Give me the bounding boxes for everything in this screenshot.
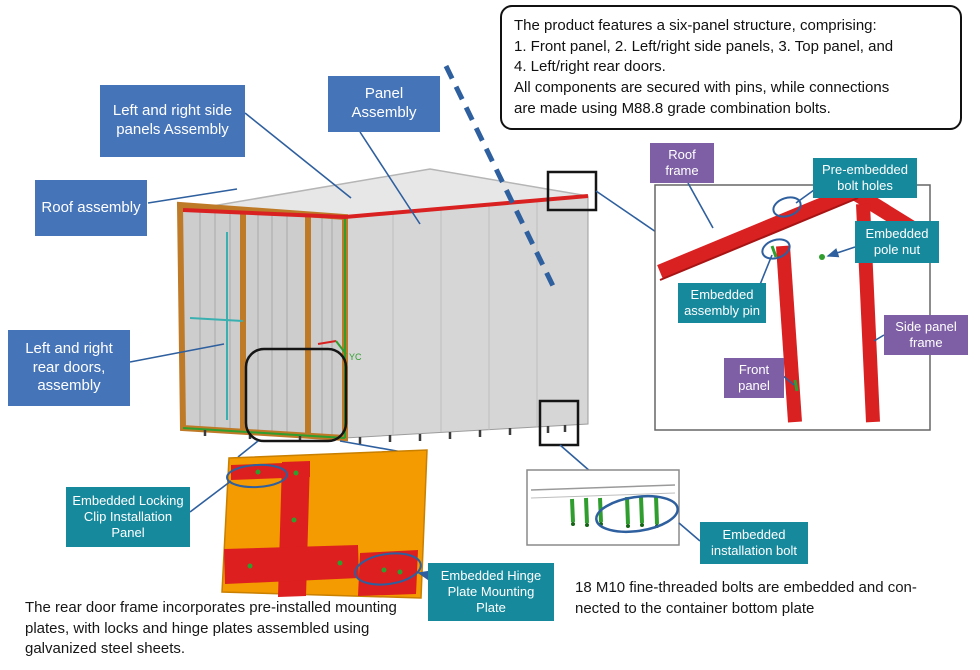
axis-label: YC (349, 352, 362, 362)
green-fasteners (247, 469, 403, 575)
model-axis-glyph: YC (317, 340, 362, 362)
leader-doors-detail-left (237, 440, 259, 458)
label-embedded-assembly-pin: Embedded assembly pin (678, 283, 766, 323)
label-rear-doors-assembly: Left and right rear doors, assembly (8, 330, 130, 406)
red-hinge-patch (358, 550, 418, 596)
callout-line: 1. Front panel, 2. Left/right side panel… (514, 37, 894, 55)
leader-side-panels (244, 112, 352, 199)
label-front-panel: Front panel (724, 358, 784, 398)
door-frame-detail (189, 449, 459, 599)
ellipse-locking-clip (226, 463, 288, 489)
label-side-panel-frame: Side panel frame (884, 315, 968, 355)
bottom-plate-detail (526, 469, 701, 546)
ellipse-hinge-plate (354, 552, 422, 586)
rear-door-note-line: galvanized steel sheets. (25, 640, 186, 658)
label-embedded-installation-bolt: Embedded installation bolt (700, 522, 808, 564)
leader-installation-bolt (678, 522, 701, 542)
rear-door-note-line: plates, with locks and hinge plates asse… (25, 619, 370, 637)
ellipse-bolt-holes (772, 196, 802, 218)
leader-locking-clip (189, 480, 232, 513)
front-corner-post (776, 245, 802, 423)
side-panel-seams (392, 201, 538, 435)
rear-door-note-line: The rear door frame incorporates pre-ins… (25, 599, 397, 616)
leader-rear-doors (129, 343, 225, 363)
callout-line: The product features a six-panel structu… (514, 17, 877, 34)
callout-box: The product features a six-panel structu… (500, 5, 962, 131)
rear-door-note: The rear door frame incorporates pre-ins… (25, 598, 445, 660)
container-illustration: YC (176, 168, 589, 444)
leader-bottomcorner-detail (559, 444, 592, 473)
leader-lines (129, 112, 657, 473)
leader-roof-assembly (147, 188, 238, 204)
highlight-doors-region (244, 347, 348, 443)
bolts-note-line: nected to the container bottom plate (575, 599, 815, 617)
leader-roof-frame (687, 182, 714, 229)
leader-pole-nut (826, 246, 856, 258)
door-cyan-edges (189, 232, 244, 420)
bolts-note-line: 18 M10 fine-threaded bolts are embedded … (575, 579, 917, 596)
callout-line: 4. Left/right rear doors. (514, 58, 666, 76)
callout-line: are made using M88.8 grade combination b… (514, 99, 831, 117)
label-side-panels-assembly: Left and right side panels Assembly (100, 85, 245, 157)
label-embedded-pole-nut: Embedded pole nut (855, 221, 939, 263)
leader-bolt-holes (795, 189, 815, 204)
ellipse-installation-bolt (595, 494, 679, 534)
green-pins (770, 245, 799, 392)
label-embedded-locking-clip: Embedded Locking Clip Installation Panel (66, 487, 190, 547)
roof-red-trim (182, 194, 589, 220)
leader-topcorner-detail (595, 190, 657, 233)
callout-line: All components are secured with pins, wh… (514, 79, 890, 97)
highlight-bottom-corner (538, 399, 580, 447)
ellipse-assembly-pin (761, 238, 791, 260)
leader-front-panel (781, 374, 795, 386)
rail-shadow-edge (659, 197, 859, 281)
red-bottom-bar (224, 545, 359, 584)
bolts-note: 18 M10 fine-threaded bolts are embedded … (575, 578, 970, 619)
label-roof-assembly: Roof assembly (35, 180, 147, 236)
front-roof-rail (657, 183, 861, 279)
pole-nut-dot (819, 254, 825, 260)
label-roof-frame: Roof frame (650, 143, 714, 183)
label-panel-assembly: Panel Assembly (328, 76, 440, 132)
leader-side-panel-frame (873, 334, 885, 342)
rear-doors-face (179, 204, 346, 439)
label-pre-embedded-bolt-holes: Pre-embedded bolt holes (813, 158, 917, 198)
leader-panel-assembly (359, 131, 421, 225)
label-embedded-hinge-plate: Embedded Hinge Plate Mounting Plate (428, 563, 554, 621)
panel-assembly-dashed-line (443, 64, 557, 290)
